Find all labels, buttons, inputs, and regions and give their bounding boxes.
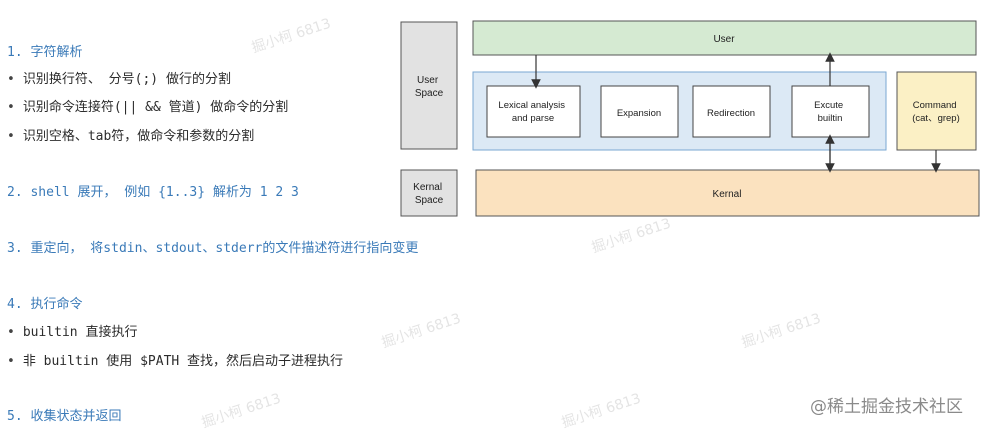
kernel-space-label: Kernal Space xyxy=(413,182,445,206)
lexical-analysis-box xyxy=(486,85,581,138)
execute-builtin-box xyxy=(791,85,870,138)
bullet-icon: • xyxy=(7,325,15,340)
list-item: • 识别空格、tab符，做命令和参数的分割 xyxy=(7,128,254,146)
lexical-analysis-label: Lexical analysis and parse xyxy=(498,100,567,124)
user-space-box xyxy=(400,21,458,150)
kernel-bar xyxy=(475,169,980,217)
list-item: • 识别换行符、 分号(;) 做行的分割 xyxy=(7,71,231,89)
list-item: • builtin 直接执行 xyxy=(7,324,137,342)
list-item-text: 非 builtin 使用 $PATH 查找，然后启动子进程执行 xyxy=(22,354,344,369)
redirection-label: Redirection xyxy=(707,108,755,119)
step-2-title: 2. shell 展开， 例如 {1..3} 解析为 1 2 3 xyxy=(7,185,299,200)
site-watermark: @稀土掘金技术社区 xyxy=(810,397,963,417)
list-item: • 识别命令连接符(|| && 管道) 做命令的分割 xyxy=(7,99,288,117)
bullet-icon: • xyxy=(7,100,15,115)
user-space-label: User Space xyxy=(415,75,444,99)
redirection-box xyxy=(692,85,771,138)
kernel-space-box xyxy=(400,169,458,217)
list-item-text: 识别命令连接符(|| && 管道) 做命令的分割 xyxy=(22,100,289,115)
bullet-icon: • xyxy=(7,129,15,144)
kernel-bar-label: Kernal xyxy=(713,189,742,200)
user-bar-label: User xyxy=(713,34,735,45)
step-1-title: 1. 字符解析 xyxy=(7,45,83,60)
step-3-title: 3. 重定向， 将stdin、stdout、stderr的文件描述符进行指向变更 xyxy=(7,241,419,256)
list-item: • 非 builtin 使用 $PATH 查找，然后启动子进程执行 xyxy=(7,353,343,371)
user-bar xyxy=(472,20,977,56)
expansion-box xyxy=(600,85,679,138)
expansion-label: Expansion xyxy=(617,108,661,119)
step-5-title: 5. 收集状态并返回 xyxy=(7,409,122,424)
bullet-icon: • xyxy=(7,354,15,369)
command-label: Command (cat、grep) xyxy=(912,100,960,124)
command-box xyxy=(896,71,977,151)
list-item-text: 识别空格、tab符，做命令和参数的分割 xyxy=(22,129,255,144)
list-item-text: 识别换行符、 分号(;) 做行的分割 xyxy=(22,72,231,87)
list-item-text: builtin 直接执行 xyxy=(22,325,138,340)
bullet-icon: • xyxy=(7,72,15,87)
step-4-title: 4. 执行命令 xyxy=(7,297,83,312)
execute-builtin-label: Excute builtin xyxy=(814,100,846,124)
